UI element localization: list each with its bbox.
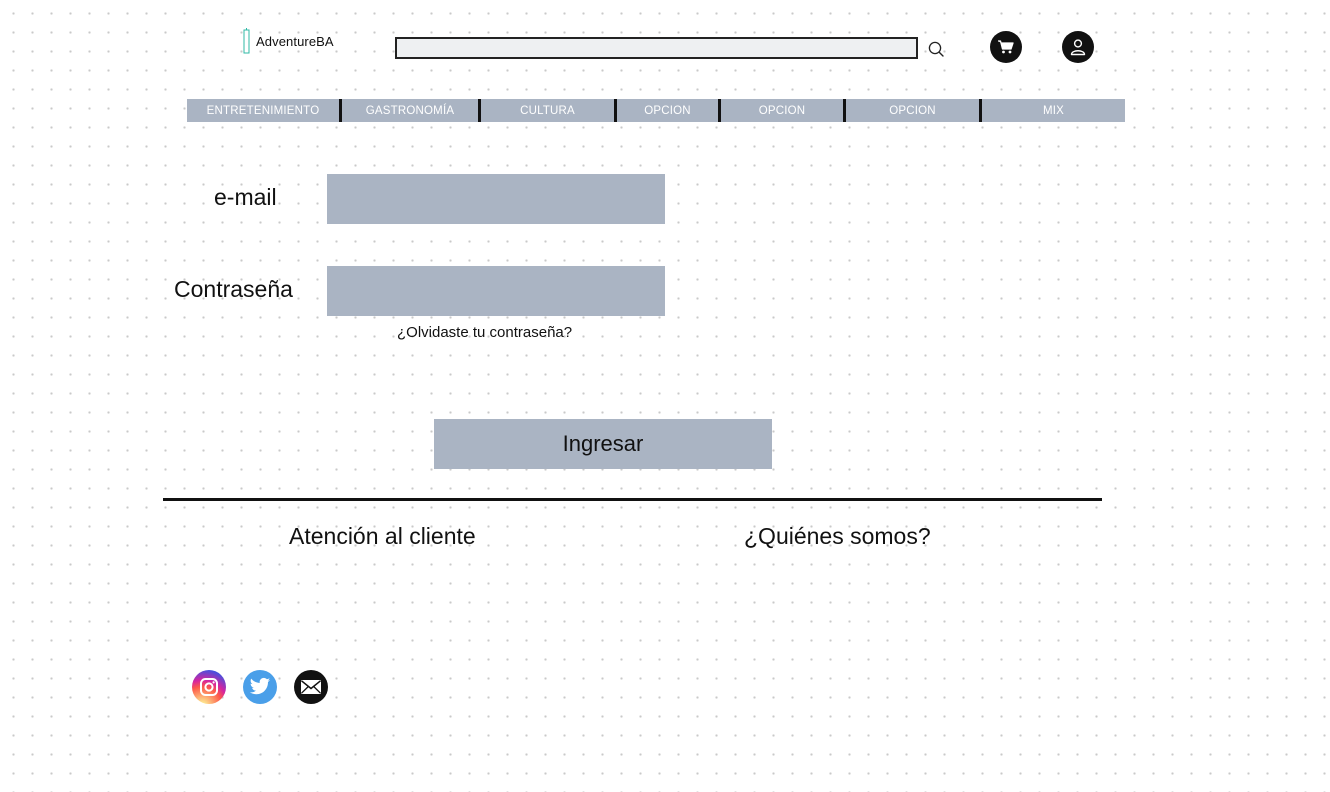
twitter-icon [249, 677, 271, 695]
nav-item-opcion-1[interactable]: OPCION [644, 104, 691, 117]
login-button[interactable]: Ingresar [434, 419, 772, 469]
search-input[interactable] [395, 37, 918, 59]
nav-separator [843, 99, 846, 122]
password-field[interactable] [327, 266, 665, 316]
instagram-button[interactable] [192, 670, 226, 704]
cart-icon [998, 40, 1014, 54]
cart-button[interactable] [990, 31, 1022, 63]
customer-support-link[interactable]: Atención al cliente [289, 523, 476, 549]
user-icon [1070, 39, 1086, 56]
brand-name: AdventureBA [256, 33, 334, 49]
nav-item-opcion-2[interactable]: OPCION [758, 104, 806, 117]
nav-item-mix[interactable]: MIX [1042, 104, 1065, 117]
twitter-button[interactable] [243, 670, 277, 704]
building-icon [243, 28, 250, 54]
forgot-password-link[interactable]: ¿Olvidaste tu contraseña? [397, 324, 573, 341]
nav-separator [718, 99, 721, 122]
search-icon[interactable] [927, 40, 945, 58]
nav-item-opcion-3[interactable]: OPCION [889, 104, 936, 117]
footer-divider [163, 498, 1102, 501]
email-field[interactable] [327, 174, 665, 224]
category-nav: ENTRETENIMIENTO GASTRONOMÍA CULTURA OPCI… [187, 99, 1125, 122]
instagram-icon [200, 678, 218, 696]
nav-item-gastronomia[interactable]: GASTRONOMÍA [365, 104, 455, 117]
nav-separator [478, 99, 481, 122]
nav-separator [339, 99, 342, 122]
user-account-button[interactable] [1062, 31, 1094, 63]
about-us-link[interactable]: ¿Quiénes somos? [744, 523, 931, 549]
nav-item-entretenimiento[interactable]: ENTRETENIMIENTO [206, 104, 320, 117]
nav-separator [614, 99, 617, 122]
logo[interactable]: AdventureBA [243, 28, 334, 54]
nav-separator [979, 99, 982, 122]
email-label: e-mail [214, 184, 277, 210]
mail-icon [301, 680, 321, 694]
nav-item-cultura[interactable]: CULTURA [520, 104, 575, 117]
mail-button[interactable] [294, 670, 328, 704]
password-label: Contraseña [174, 276, 293, 302]
